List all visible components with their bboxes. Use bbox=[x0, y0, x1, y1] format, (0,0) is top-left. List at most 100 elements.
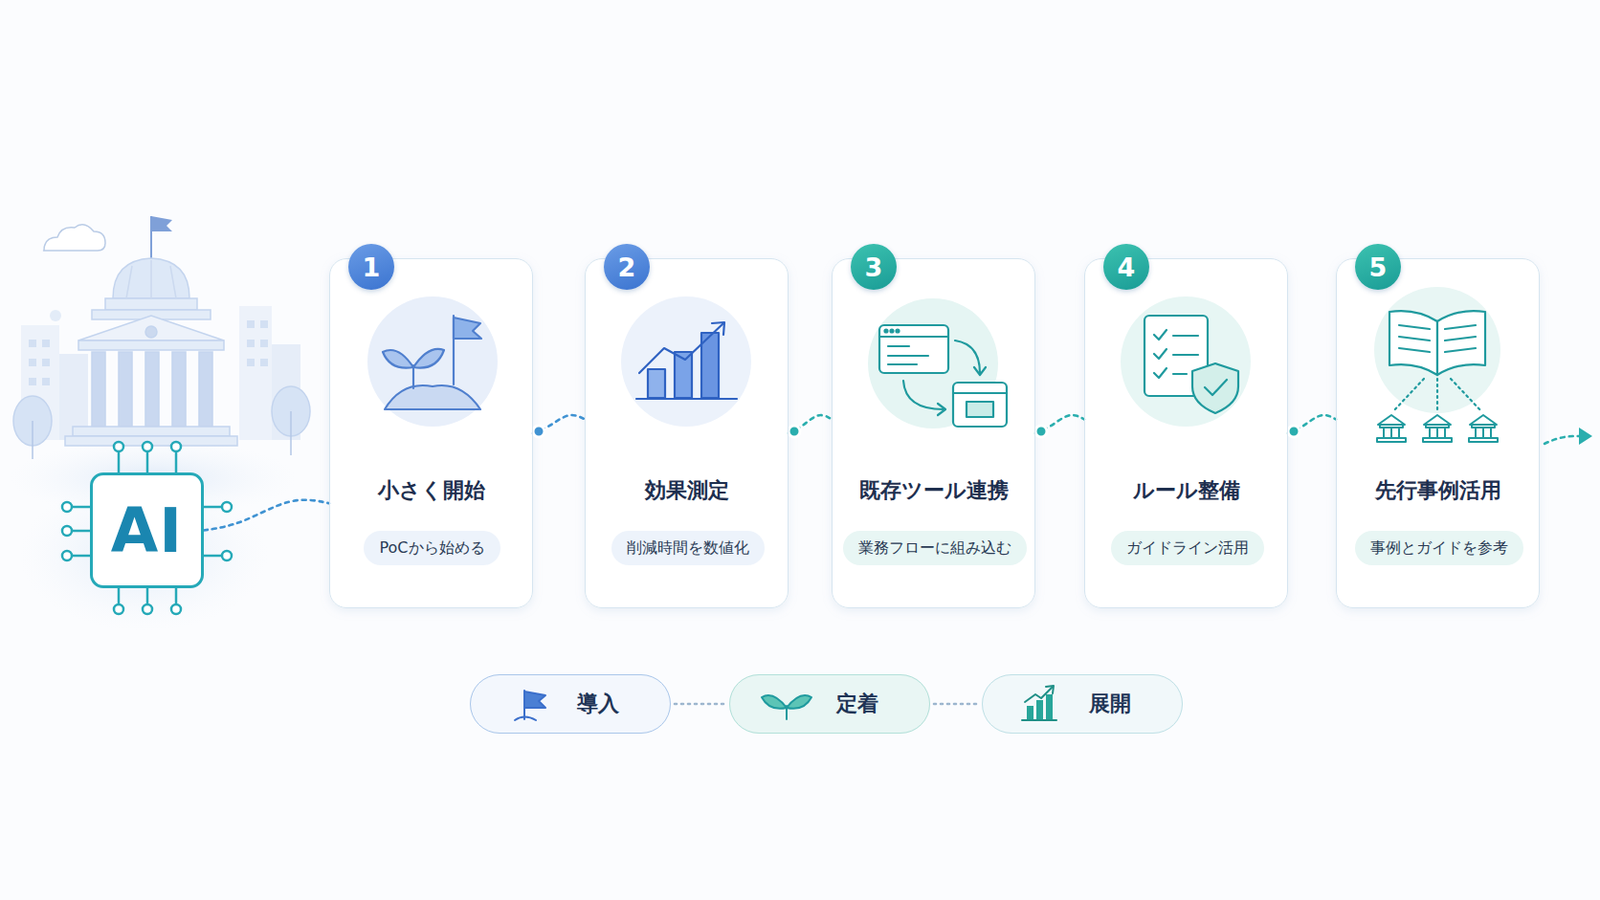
chip-pins bbox=[175, 588, 178, 605]
icon-ground bbox=[367, 296, 498, 427]
city-illustration bbox=[260, 339, 268, 348]
icon-ground bbox=[367, 287, 1501, 429]
step-card: 既存ツール連携3業務フローに組み込む bbox=[831, 258, 1036, 609]
phase-fill bbox=[981, 674, 1183, 734]
book-icon bbox=[1399, 336, 1430, 341]
chip-pins bbox=[203, 555, 223, 558]
connector-group bbox=[1288, 415, 1336, 438]
dotted-connector bbox=[933, 703, 978, 707]
sprout-flag-icon bbox=[382, 350, 414, 369]
phase-icon bbox=[524, 691, 546, 709]
continue-arrow bbox=[1544, 436, 1579, 445]
chip-pins bbox=[113, 442, 124, 452]
chip-pins bbox=[62, 442, 232, 615]
city-illustration bbox=[289, 411, 292, 456]
chip-pins bbox=[71, 555, 90, 558]
sprout-flag-icon bbox=[382, 315, 482, 410]
connector-dot bbox=[1035, 425, 1047, 438]
step-tag-text: ガイドライン活用 bbox=[1126, 537, 1249, 559]
step-card: 先行事例活用5事例とガイドを参考 bbox=[1335, 258, 1540, 609]
step-card: ルール整備4ガイドライン活用 bbox=[1084, 258, 1289, 609]
city-illustration bbox=[72, 426, 230, 437]
step-number: 2 bbox=[603, 244, 650, 290]
card-fill bbox=[584, 258, 789, 609]
step-number-text: 5 bbox=[1369, 254, 1388, 281]
window-link-icon bbox=[890, 330, 894, 334]
book-icon bbox=[1450, 378, 1482, 412]
phase-icon bbox=[786, 695, 812, 710]
icon-ground bbox=[867, 298, 999, 429]
sprout-flag-icon bbox=[412, 365, 415, 389]
city-illustration bbox=[172, 352, 186, 427]
small-building-icon bbox=[1471, 424, 1495, 428]
card-fill bbox=[329, 258, 1540, 609]
card-fill bbox=[1335, 258, 1540, 609]
ai-chip-box: AI bbox=[89, 472, 204, 589]
dotted-connector bbox=[203, 500, 330, 532]
city-illustration bbox=[126, 266, 133, 299]
book-icon bbox=[1389, 311, 1438, 376]
small-building-icon bbox=[1377, 415, 1498, 443]
small-building-icon bbox=[1489, 428, 1492, 439]
connector-group bbox=[203, 500, 330, 532]
connector-group bbox=[533, 415, 585, 438]
chip-pins bbox=[222, 502, 232, 512]
small-building-icon bbox=[1425, 424, 1449, 428]
card-fill bbox=[1084, 258, 1289, 609]
sprout-flag-icon bbox=[413, 349, 445, 369]
book-icon bbox=[1444, 348, 1476, 353]
sprout-flag-icon bbox=[453, 317, 482, 339]
small-building-icon bbox=[1377, 415, 1405, 425]
chip-pins bbox=[71, 530, 90, 534]
step-number-text: 2 bbox=[618, 254, 637, 281]
window-link-icon bbox=[937, 403, 946, 416]
step-number: 3 bbox=[850, 244, 897, 290]
city-illustration bbox=[151, 216, 173, 232]
city-illustration bbox=[28, 339, 37, 348]
city-illustration bbox=[91, 352, 106, 427]
step-tag-text: 業務フローに組み込む bbox=[858, 537, 1012, 559]
step-card-text: 既存ツール連携 bbox=[832, 477, 1035, 506]
step-card-text: 小さく開始 bbox=[330, 477, 533, 506]
step-number-text: 4 bbox=[1117, 254, 1136, 281]
chip-pins bbox=[62, 502, 72, 512]
chip-pins bbox=[113, 604, 124, 615]
window-link-icon bbox=[888, 345, 910, 348]
step-tag: ガイドライン活用 bbox=[1111, 531, 1265, 566]
step-tag: 業務フローに組み込む bbox=[843, 531, 1027, 566]
bar-chart-icon bbox=[636, 322, 737, 400]
card-fill bbox=[831, 258, 1036, 609]
city-illustration bbox=[42, 339, 50, 348]
city-illustration bbox=[78, 315, 224, 341]
city-illustration bbox=[105, 298, 198, 311]
chip-pins bbox=[142, 604, 153, 615]
city-illustration bbox=[246, 358, 255, 367]
city-illustration bbox=[31, 421, 34, 460]
city-illustration bbox=[49, 310, 62, 322]
small-building-icon bbox=[1398, 428, 1400, 439]
checklist-shield-icon bbox=[1173, 334, 1199, 337]
checklist-shield-icon bbox=[1154, 330, 1167, 340]
phase-icon bbox=[514, 686, 1057, 721]
city-illustration bbox=[118, 352, 133, 427]
phase-pill-text: 展開 bbox=[1033, 691, 1132, 717]
chip-pins bbox=[62, 551, 72, 561]
city-illustration bbox=[112, 258, 190, 299]
step-card-text: ルール整備 bbox=[1085, 477, 1288, 506]
city-illustration bbox=[246, 320, 255, 329]
small-building-icon bbox=[1444, 428, 1446, 439]
phase-pill-text: 定着 bbox=[780, 691, 879, 717]
phase-icon bbox=[1022, 719, 1057, 722]
checklist-shield-icon bbox=[1144, 315, 1239, 414]
step-number: 1 bbox=[348, 244, 395, 290]
small-building-icon bbox=[1468, 438, 1498, 443]
step-number-text: 3 bbox=[865, 254, 884, 281]
chip-pins bbox=[117, 451, 121, 473]
book-icon bbox=[1399, 348, 1430, 353]
ai-chip-box-text: AI bbox=[111, 500, 183, 562]
step-tag: 削減時間を数値化 bbox=[611, 531, 765, 566]
chip-pins bbox=[222, 551, 232, 561]
